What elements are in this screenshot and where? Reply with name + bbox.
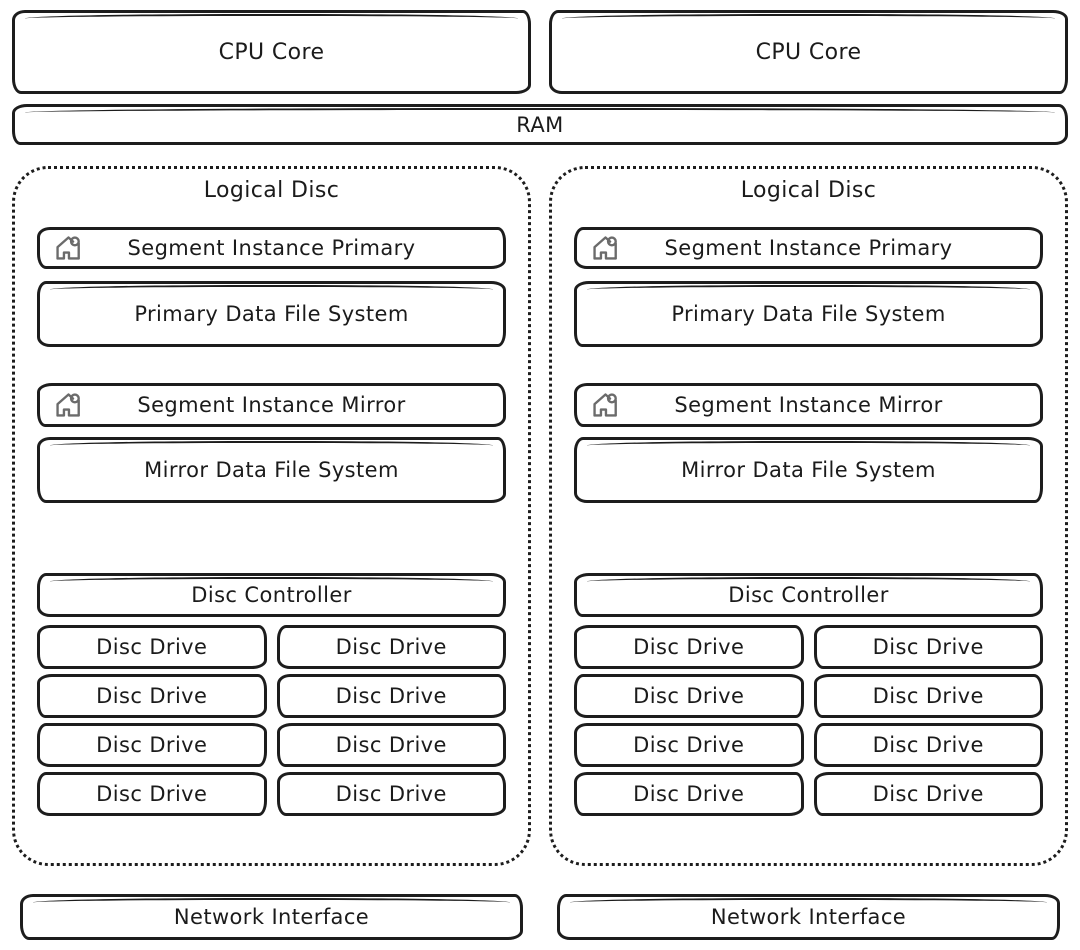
disc-drive-box: Disc Drive (813, 772, 1043, 816)
disc-drive-label: Disc Drive (96, 635, 208, 659)
disc-drive-label: Disc Drive (335, 684, 447, 708)
disc-drive-box: Disc Drive (276, 674, 506, 718)
network-interface-label: Network Interface (710, 905, 907, 929)
cpu-core-label: CPU Core (218, 39, 325, 65)
disc-drive-label: Disc Drive (872, 684, 984, 708)
disc-controller-box: Disc Controller (37, 573, 506, 617)
network-interface-box: Network Interface (20, 894, 523, 940)
disc-drive-label: Disc Drive (335, 782, 447, 806)
disc-drive-label: Disc Drive (633, 684, 745, 708)
cpu-core-box: CPU Core (549, 10, 1068, 94)
segment-instance-primary-label: Segment Instance Primary (664, 236, 953, 260)
disc-drive-grid: Disc Drive Disc Drive Disc Drive Disc Dr… (574, 625, 1043, 816)
segment-instance-mirror-box: Segment Instance Mirror (37, 383, 506, 427)
disc-drive-box: Disc Drive (574, 674, 804, 718)
segment-instance-primary-box: Segment Instance Primary (37, 227, 506, 269)
primary-data-file-system-box: Primary Data File System (574, 281, 1043, 347)
ram-label: RAM (516, 112, 564, 137)
segment-instance-mirror-label: Segment Instance Mirror (674, 393, 943, 417)
disc-controller-label: Disc Controller (191, 583, 352, 607)
mirror-data-file-system-box: Mirror Data File System (574, 437, 1043, 503)
segment-instance-mirror-box: Segment Instance Mirror (574, 383, 1043, 427)
network-interface-label: Network Interface (173, 905, 370, 929)
disc-drive-label: Disc Drive (872, 782, 984, 806)
cpu-core-label: CPU Core (755, 39, 862, 65)
disc-drive-grid: Disc Drive Disc Drive Disc Drive Disc Dr… (37, 625, 506, 816)
segment-instance-mirror-label: Segment Instance Mirror (137, 393, 406, 417)
mirror-data-file-system-label: Mirror Data File System (144, 458, 399, 482)
disc-controller-box: Disc Controller (574, 573, 1043, 617)
disc-drive-box: Disc Drive (574, 772, 804, 816)
disc-drive-label: Disc Drive (633, 635, 745, 659)
disc-drive-label: Disc Drive (633, 733, 745, 757)
mirror-data-file-system-label: Mirror Data File System (681, 458, 936, 482)
elephant-house-icon (590, 391, 621, 419)
disc-drive-label: Disc Drive (872, 733, 984, 757)
primary-data-file-system-label: Primary Data File System (134, 302, 409, 326)
disc-drive-box: Disc Drive (37, 772, 267, 816)
disc-drive-box: Disc Drive (37, 723, 267, 767)
disc-drive-box: Disc Drive (574, 723, 804, 767)
primary-data-file-system-box: Primary Data File System (37, 281, 506, 347)
disc-controller-label: Disc Controller (728, 583, 889, 607)
network-interface-box: Network Interface (557, 894, 1060, 940)
disc-drive-box: Disc Drive (276, 625, 506, 669)
elephant-house-icon (590, 234, 621, 262)
segment-instance-primary-box: Segment Instance Primary (574, 227, 1043, 269)
cpu-core-box: CPU Core (12, 10, 531, 94)
cpu-row: CPU Core CPU Core (12, 10, 1068, 94)
ram-box: RAM (12, 104, 1068, 145)
disc-drive-box: Disc Drive (276, 723, 506, 767)
network-interface-row: Network Interface Network Interface (12, 894, 1068, 940)
segment-instance-primary-label: Segment Instance Primary (127, 236, 416, 260)
disc-drive-label: Disc Drive (96, 782, 208, 806)
mirror-data-file-system-box: Mirror Data File System (37, 437, 506, 503)
logical-disc-container: Logical Disc Segment Instance Primary Pr… (549, 166, 1068, 866)
disc-drive-box: Disc Drive (574, 625, 804, 669)
disc-drive-label: Disc Drive (872, 635, 984, 659)
elephant-house-icon (53, 391, 84, 419)
disc-drive-label: Disc Drive (96, 733, 208, 757)
disc-drive-box: Disc Drive (276, 772, 506, 816)
disc-drive-label: Disc Drive (96, 684, 208, 708)
disc-drive-label: Disc Drive (633, 782, 745, 806)
logical-disc-container: Logical Disc Segment Instance Primary Pr… (12, 166, 531, 866)
disc-drive-box: Disc Drive (37, 674, 267, 718)
elephant-house-icon (53, 234, 84, 262)
logical-disc-title: Logical Disc (740, 177, 877, 203)
disc-drive-label: Disc Drive (335, 733, 447, 757)
disc-drive-box: Disc Drive (813, 674, 1043, 718)
disc-drive-box: Disc Drive (813, 625, 1043, 669)
disc-drive-label: Disc Drive (335, 635, 447, 659)
primary-data-file-system-label: Primary Data File System (671, 302, 946, 326)
disc-drive-box: Disc Drive (37, 625, 267, 669)
logical-disc-row: Logical Disc Segment Instance Primary Pr… (12, 166, 1068, 866)
logical-disc-title: Logical Disc (203, 177, 340, 203)
disc-drive-box: Disc Drive (813, 723, 1043, 767)
